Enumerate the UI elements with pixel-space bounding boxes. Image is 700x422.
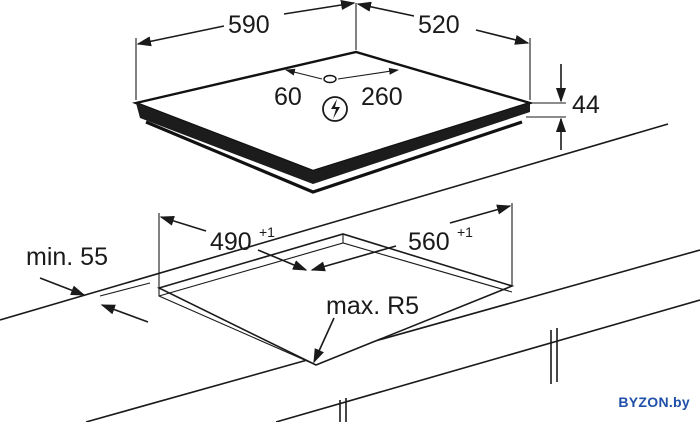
hob-body bbox=[136, 103, 530, 184]
hole-offset-left-label: 60 bbox=[274, 83, 302, 111]
corner-radius-leader bbox=[313, 317, 335, 364]
width-arrow-right bbox=[283, 0, 356, 15]
cutout-depth-tolerance: +1 bbox=[259, 224, 275, 240]
worktop-front-top-edge bbox=[85, 249, 700, 422]
cutout-width-tolerance: +1 bbox=[457, 224, 473, 240]
hole-offset-back-label: 260 bbox=[361, 83, 403, 111]
worktop bbox=[0, 123, 700, 422]
min-distance-label: min. 55 bbox=[26, 243, 108, 271]
height-label: 44 bbox=[572, 91, 600, 119]
hob bbox=[131, 50, 535, 194]
cutout-width-arrow-right bbox=[449, 204, 512, 224]
depth-arrow-right bbox=[475, 29, 530, 45]
width-label: 590 bbox=[228, 11, 270, 39]
depth-arrow-left bbox=[356, 1, 415, 17]
cutout-width-label: 560 bbox=[408, 228, 450, 256]
worktop-back-edge bbox=[0, 123, 669, 321]
cutout-width-arrow-left bbox=[310, 245, 397, 272]
min-distance-arrow-left bbox=[39, 277, 86, 296]
cutout-depth-arrow-left bbox=[159, 216, 207, 232]
min-distance-arrow-right bbox=[100, 304, 149, 323]
cutout-depth-arrow-right bbox=[257, 249, 308, 271]
electric-power-symbol-icon bbox=[322, 96, 348, 122]
connection-hole bbox=[323, 74, 337, 84]
cutout-depth-label: 490 bbox=[210, 228, 252, 256]
watermark: BYZON.by bbox=[618, 394, 690, 410]
depth-label: 520 bbox=[418, 11, 460, 39]
hob-body-base-edge bbox=[145, 120, 523, 194]
hole-offset-left-arrow bbox=[285, 68, 323, 80]
hole-offset-back-arrow bbox=[337, 67, 399, 80]
corner-radius-label: max. R5 bbox=[326, 292, 419, 320]
min-distance-extension bbox=[99, 282, 151, 297]
width-arrow-left bbox=[136, 25, 225, 47]
